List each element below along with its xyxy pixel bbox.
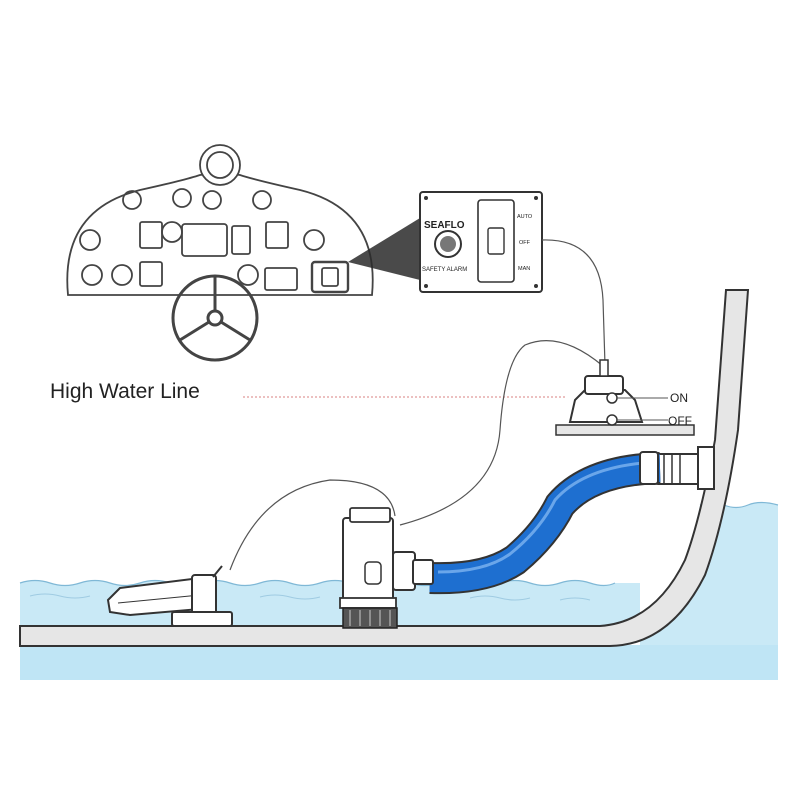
- switch-off-label: OFF: [668, 414, 692, 428]
- panel-alarm-label: SAFETY ALARM: [422, 267, 467, 273]
- float-switch-pump-icon: [106, 565, 233, 627]
- dashboard-icon: [66, 144, 374, 296]
- panel-brand: SEAFLO: [424, 220, 465, 231]
- high-water-line-label: High Water Line: [50, 380, 200, 403]
- control-panel-icon: [419, 191, 543, 293]
- float-switch-icon: [555, 359, 695, 436]
- panel-mode-off: OFF: [519, 240, 531, 246]
- bilge-pump-icon: [339, 507, 434, 629]
- discharge-hose-icon: [429, 451, 661, 595]
- thru-hull-fitting-icon: [654, 446, 715, 490]
- boat-hull: [19, 289, 750, 647]
- wires: [229, 239, 606, 571]
- switch-on-label: ON: [670, 391, 688, 405]
- zoom-cone: [348, 218, 420, 280]
- panel-mode-auto: AUTO: [517, 214, 533, 220]
- panel-mode-man: MAN: [518, 266, 530, 272]
- steering-wheel-icon: [171, 274, 259, 362]
